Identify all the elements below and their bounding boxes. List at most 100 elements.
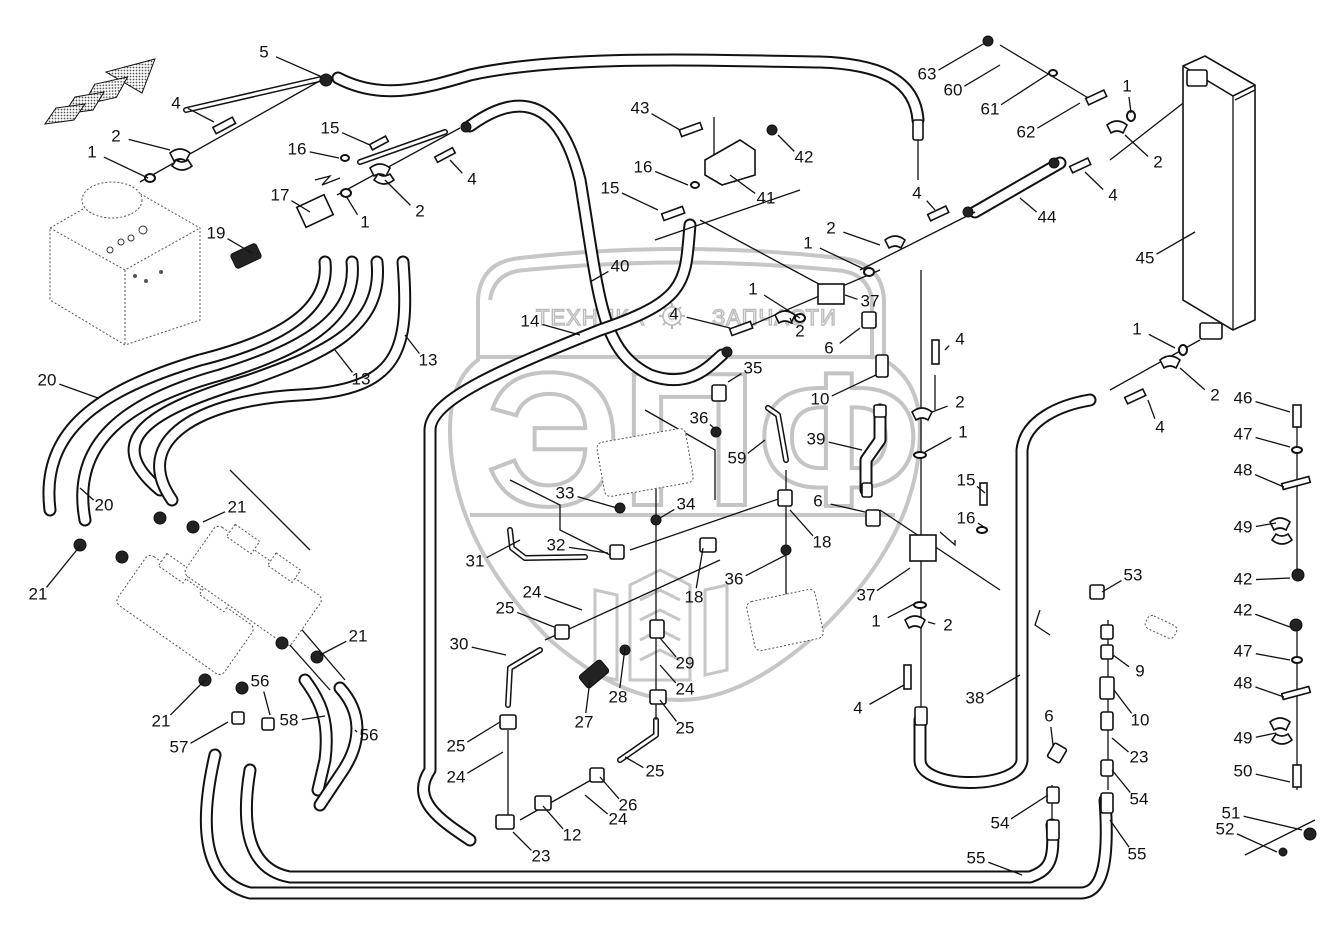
leader-line-15 [341, 132, 371, 146]
connector-27 [578, 659, 610, 689]
callout-label-15: 15 [321, 118, 340, 137]
callout-label-18: 18 [813, 532, 832, 551]
leader-line-36 [745, 554, 787, 577]
callout-label-58: 58 [280, 710, 299, 729]
leader-line-42 [777, 134, 795, 152]
leader-lines [45, 42, 1303, 876]
callout-label-20: 20 [95, 495, 114, 514]
leader-line-35 [727, 373, 742, 383]
leader-line-1 [763, 294, 801, 319]
flange-block-37 [817, 283, 845, 305]
callout-label-24: 24 [609, 809, 628, 828]
callout-label-12: 12 [563, 825, 582, 844]
callout-label-28: 28 [609, 687, 628, 706]
leader-line-20 [59, 383, 99, 399]
callout-label-25: 25 [646, 761, 665, 780]
gear-icon [659, 303, 685, 329]
callout-label-49: 49 [1234, 728, 1253, 747]
callout-label-4: 4 [1155, 417, 1164, 436]
callout-label-23: 23 [532, 846, 551, 865]
callout-label-48: 48 [1234, 673, 1253, 692]
fittings [73, 35, 1317, 857]
leader-line-1 [887, 602, 917, 619]
leader-line-47 [1255, 653, 1291, 661]
callout-label-19: 19 [207, 223, 226, 242]
callout-label-44: 44 [1038, 207, 1057, 226]
leader-line-2 [843, 231, 881, 246]
callout-label-2: 2 [111, 126, 120, 145]
callout-label-24: 24 [523, 582, 542, 601]
leader-line-21 [202, 511, 226, 523]
bracket-41 [704, 139, 756, 186]
leader-line-4 [686, 316, 731, 329]
leader-line-56 [263, 691, 271, 716]
leader-line-36 [709, 423, 717, 431]
callout-label-2: 2 [1210, 385, 1219, 404]
callout-label-38: 38 [966, 688, 985, 707]
callout-label-51: 51 [1222, 803, 1241, 822]
leader-line-31 [486, 539, 521, 559]
leader-line-21 [45, 545, 81, 588]
callout-label-23: 23 [1130, 747, 1149, 766]
callout-label-1: 1 [748, 279, 757, 298]
leader-line-45 [1156, 231, 1196, 255]
leader-line-30 [471, 646, 507, 656]
leader-line-4 [944, 345, 950, 351]
leader-line-18 [789, 509, 814, 537]
leader-line-16 [654, 170, 689, 186]
leader-line-14 [542, 323, 581, 336]
callout-label-9: 9 [1135, 661, 1144, 680]
callout-label-57: 57 [170, 737, 189, 756]
callout-label-55: 55 [1128, 844, 1147, 863]
callout-label-46: 46 [1234, 388, 1253, 407]
manifold-17 [295, 193, 335, 229]
callout-label-2: 2 [955, 392, 964, 411]
flange-clamp [168, 120, 1294, 745]
callout-label-63: 63 [918, 64, 937, 83]
leader-line-1 [1128, 96, 1132, 114]
callout-label-18: 18 [685, 587, 704, 606]
leader-line-47 [1255, 436, 1291, 448]
control-valves [116, 428, 824, 676]
leader-line-24 [467, 751, 504, 774]
leader-line-40 [589, 270, 609, 283]
leader-line-1 [345, 195, 359, 216]
leader-line-4 [1084, 171, 1104, 190]
hydraulic-tank [49, 181, 201, 346]
callout-label-13: 13 [419, 350, 438, 369]
leader-line-28 [619, 647, 626, 689]
callout-label-42: 42 [795, 147, 814, 166]
leader-line-33 [577, 495, 618, 509]
leader-line-18 [695, 547, 704, 589]
callout-label-21: 21 [349, 626, 368, 645]
callout-label-47: 47 [1234, 424, 1253, 443]
leader-line-17 [291, 200, 311, 213]
leader-line-61 [1000, 72, 1051, 106]
callout-label-37: 37 [861, 291, 880, 310]
callout-label-10: 10 [811, 389, 830, 408]
callout-label-14: 14 [521, 311, 540, 330]
leader-line-9 [1112, 654, 1130, 668]
leader-line-6 [1050, 726, 1054, 746]
leader-line-4 [1147, 399, 1156, 420]
leader-line-42 [1255, 613, 1291, 628]
leader-line-2 [1179, 367, 1206, 391]
leader-line-4 [449, 159, 463, 174]
bolt [211, 88, 1302, 788]
callout-label-45: 45 [1136, 248, 1155, 267]
leader-line-2 [789, 317, 794, 325]
callout-label-27: 27 [575, 712, 594, 731]
callout-label-35: 35 [744, 358, 763, 377]
leader-line-25 [659, 699, 678, 722]
forward-direction-arrow-icon [43, 58, 156, 125]
callout-label-4: 4 [467, 169, 476, 188]
leader-line-54 [1111, 769, 1131, 793]
watermark-brand-right: ЗАПЧАСТИ [712, 305, 837, 330]
callout-label-21: 21 [152, 711, 171, 730]
callout-label-4: 4 [853, 698, 862, 717]
leader-line-54 [1010, 794, 1049, 820]
o-ring [144, 69, 1303, 664]
callout-label-10: 10 [1131, 710, 1150, 729]
callout-label-61: 61 [981, 99, 1000, 118]
